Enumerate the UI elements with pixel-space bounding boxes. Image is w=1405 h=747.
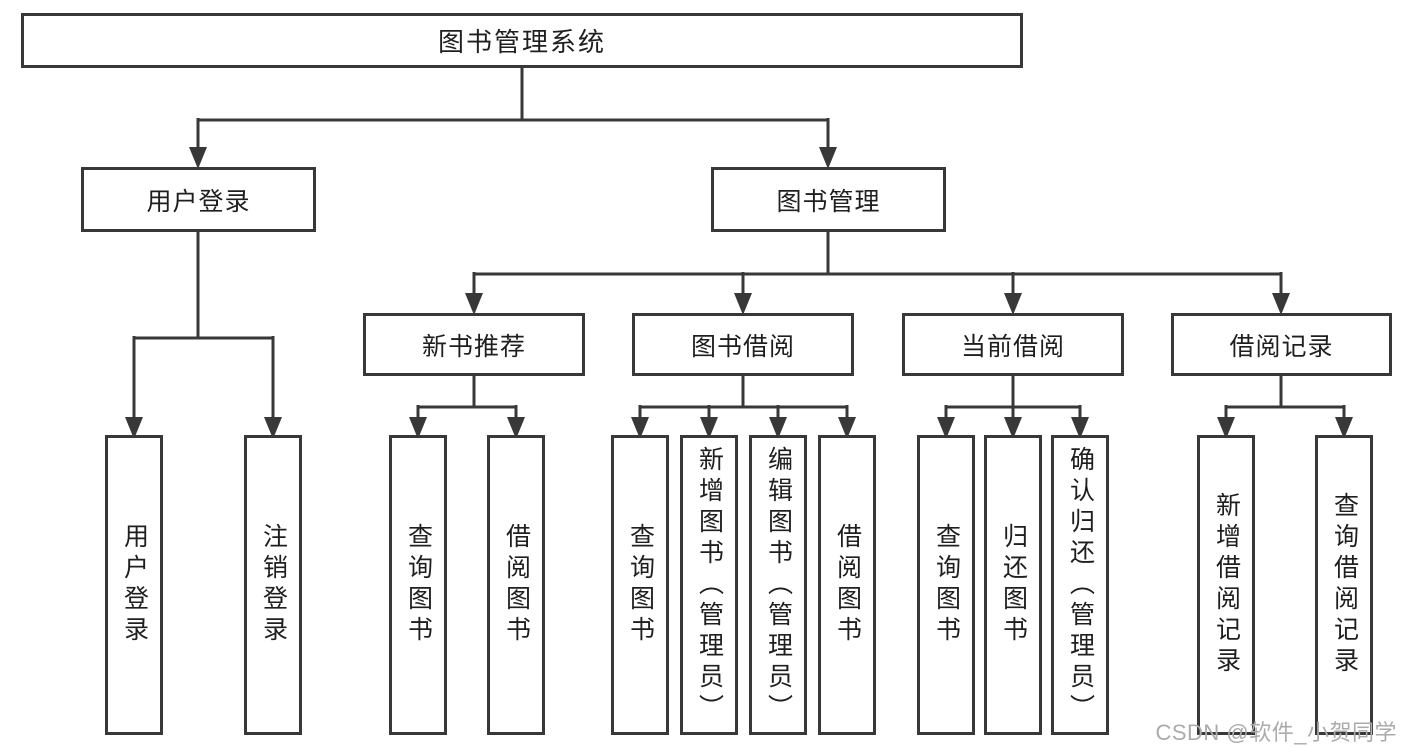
node-library-management-system: 图书管理系统 bbox=[21, 13, 1023, 68]
node-current-borrow: 当前借阅 bbox=[902, 313, 1124, 376]
arrowhead bbox=[1004, 293, 1022, 315]
leaf-add-book-admin: 新增图书（管理员） bbox=[680, 435, 738, 735]
node-book-borrow: 图书借阅 bbox=[632, 313, 854, 376]
arrowhead bbox=[819, 147, 837, 169]
node-label: 图书管理 bbox=[776, 187, 881, 216]
node-label: 查询借阅记录 bbox=[1330, 492, 1359, 678]
node-label: 用户登录 bbox=[146, 187, 251, 216]
node-label: 当前借阅 bbox=[960, 332, 1065, 361]
node-label: 图书管理系统 bbox=[437, 27, 606, 57]
leaf-confirm-return-admin: 确认归还（管理员） bbox=[1051, 435, 1109, 735]
node-label: 新增图书（管理员） bbox=[695, 445, 724, 725]
node-new-book-recommend: 新书推荐 bbox=[363, 313, 585, 376]
leaf-add-borrow-record: 新增借阅记录 bbox=[1197, 435, 1255, 735]
leaf-query-borrow-record: 查询借阅记录 bbox=[1315, 435, 1373, 735]
node-label: 查询图书 bbox=[932, 523, 961, 647]
connector-root-to-level1 bbox=[189, 68, 837, 169]
leaf-logout: 注销登录 bbox=[244, 435, 302, 735]
leaf-query-book-borrow: 查询图书 bbox=[611, 435, 669, 735]
leaf-query-book-current: 查询图书 bbox=[917, 435, 975, 735]
node-label: 查询图书 bbox=[626, 523, 655, 647]
node-label: 借阅图书 bbox=[502, 523, 531, 647]
arrowhead bbox=[189, 147, 207, 169]
node-label: 用户登录 bbox=[120, 523, 149, 647]
leaf-borrow-book: 借阅图书 bbox=[818, 435, 876, 735]
connector-book-management-to-level2 bbox=[465, 232, 1290, 315]
node-label: 查询图书 bbox=[404, 523, 433, 647]
node-label: 借阅图书 bbox=[833, 523, 862, 647]
connector-user-login-to-leaves bbox=[125, 232, 282, 439]
connector-book-borrow-to-leaves bbox=[631, 376, 856, 439]
leaf-user-login: 用户登录 bbox=[105, 435, 163, 735]
node-label: 新书推荐 bbox=[421, 332, 526, 361]
node-label: 归还图书 bbox=[999, 523, 1028, 647]
leaf-return-book: 归还图书 bbox=[984, 435, 1042, 735]
node-label: 借阅记录 bbox=[1229, 332, 1334, 361]
node-label: 新增借阅记录 bbox=[1212, 492, 1241, 678]
node-borrow-record: 借阅记录 bbox=[1171, 313, 1392, 376]
csdn-watermark: CSDN @软件_小贺同学 bbox=[1155, 720, 1397, 745]
arrowhead bbox=[1272, 293, 1290, 315]
node-label: 编辑图书（管理员） bbox=[764, 445, 793, 725]
connector-current-borrow-to-leaves bbox=[937, 376, 1089, 439]
arrowhead bbox=[734, 293, 752, 315]
leaf-query-book-recommend: 查询图书 bbox=[389, 435, 447, 735]
leaf-borrow-book-recommend: 借阅图书 bbox=[487, 435, 545, 735]
node-label: 图书借阅 bbox=[690, 332, 795, 361]
connector-borrow-record-to-leaves bbox=[1217, 376, 1353, 439]
node-label: 注销登录 bbox=[259, 523, 288, 647]
leaf-edit-book-admin: 编辑图书（管理员） bbox=[749, 435, 807, 735]
node-user-login: 用户登录 bbox=[81, 167, 316, 232]
arrowhead bbox=[465, 293, 483, 315]
node-label: 确认归还（管理员） bbox=[1066, 445, 1095, 725]
node-book-management: 图书管理 bbox=[711, 167, 946, 232]
connector-new-book-recommend-to-leaves bbox=[409, 376, 525, 439]
